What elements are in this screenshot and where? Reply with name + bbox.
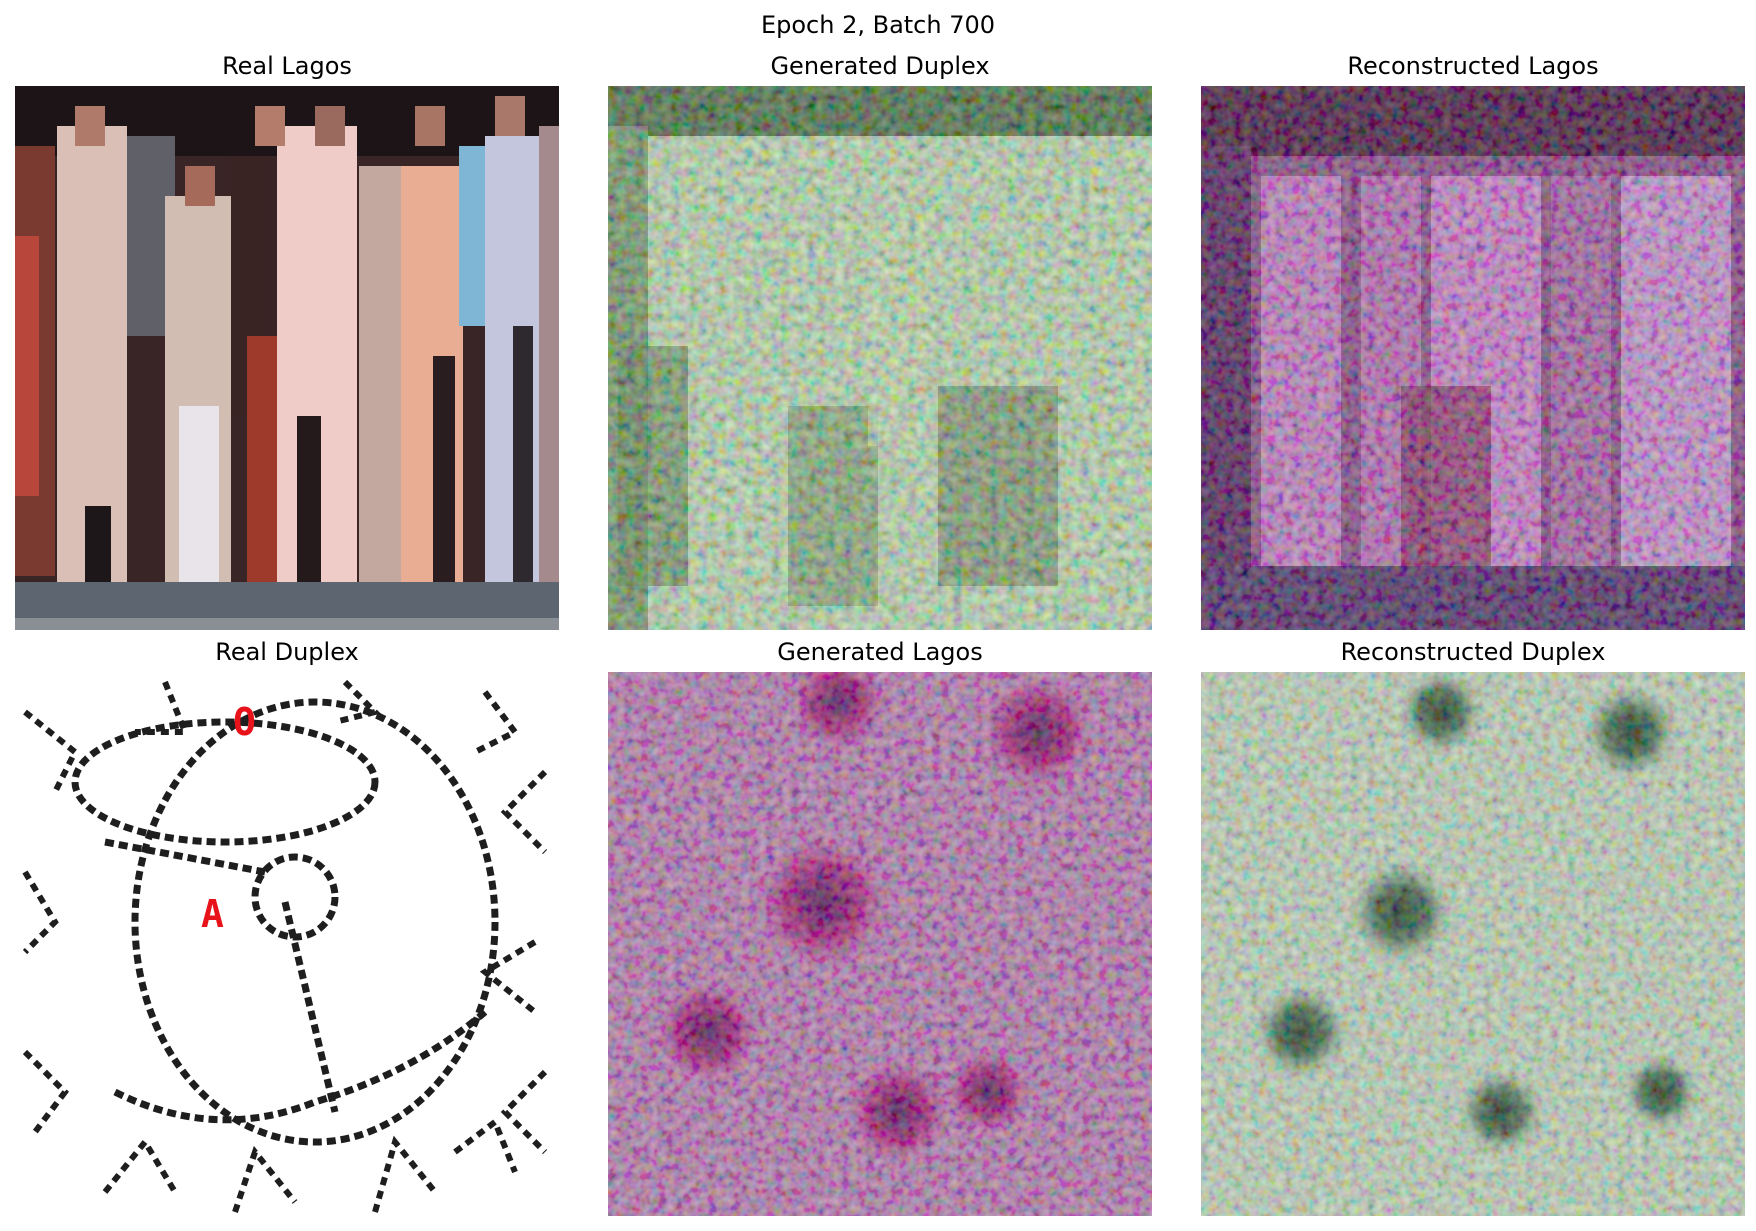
panel-title-real-lagos: Real Lagos xyxy=(222,52,352,80)
reconstructed-lagos-image xyxy=(1201,86,1745,630)
real-duplex-svg xyxy=(15,672,559,1216)
panel-title-reconstructed-lagos: Reconstructed Lagos xyxy=(1347,52,1599,80)
generated-duplex-image xyxy=(608,86,1152,630)
reconstructed-lagos-svg xyxy=(1201,86,1745,630)
label-o: O xyxy=(233,700,256,744)
reconstructed-duplex-image xyxy=(1201,672,1745,1216)
real-duplex-image: O A xyxy=(15,672,559,1216)
label-a: A xyxy=(201,892,224,936)
panel-title-generated-duplex: Generated Duplex xyxy=(770,52,990,80)
panel-title-generated-lagos: Generated Lagos xyxy=(777,638,983,666)
real-lagos-image xyxy=(15,86,559,630)
generated-lagos-image xyxy=(608,672,1152,1216)
generated-duplex-svg xyxy=(608,86,1152,630)
generated-lagos-svg xyxy=(608,672,1152,1216)
panel-title-reconstructed-duplex: Reconstructed Duplex xyxy=(1340,638,1606,666)
real-lagos-svg xyxy=(15,86,559,630)
figure-title: Epoch 2, Batch 700 xyxy=(760,11,996,39)
panel-title-real-duplex: Real Duplex xyxy=(215,638,359,666)
reconstructed-duplex-svg xyxy=(1201,672,1745,1216)
